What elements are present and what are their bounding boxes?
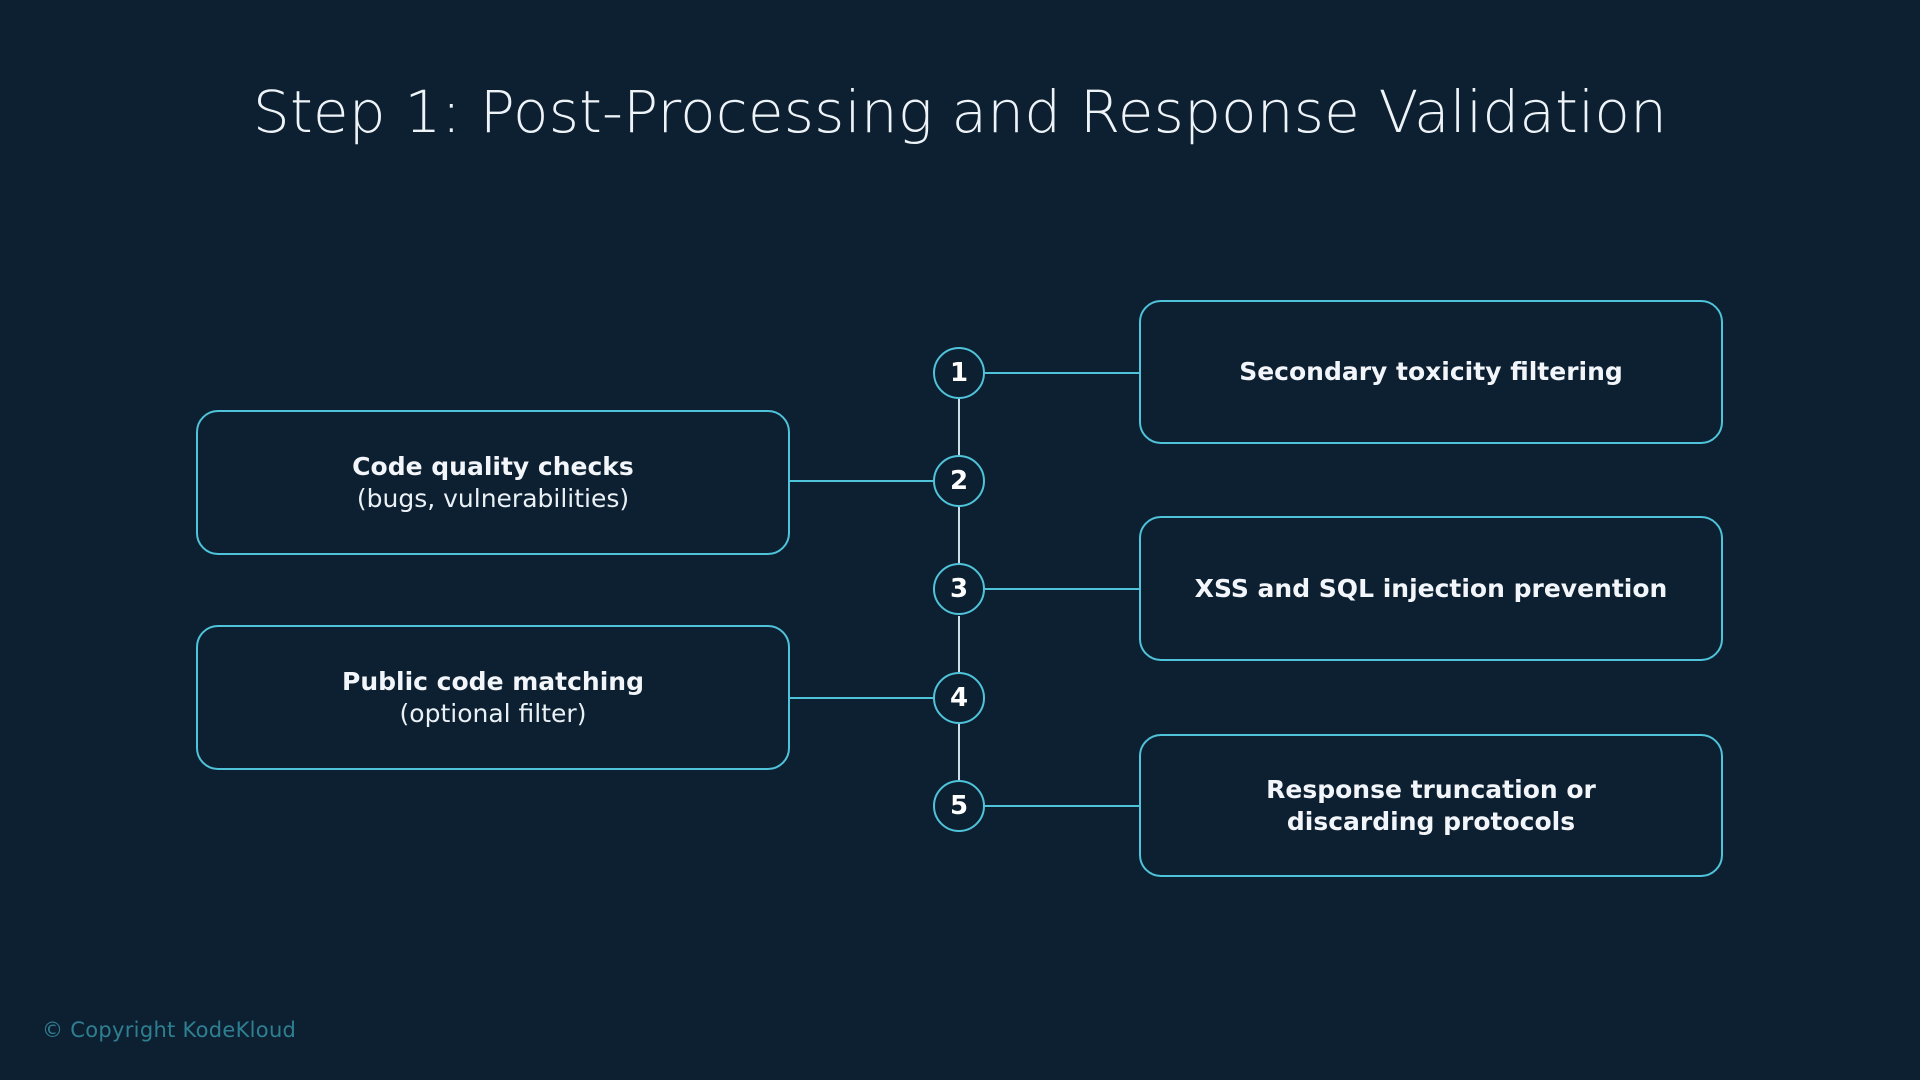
step-number-label: 4: [949, 683, 969, 713]
step-circle-4[interactable]: 4: [933, 672, 985, 724]
step-circle-5[interactable]: 5: [933, 780, 985, 832]
step-number-label: 1: [949, 358, 969, 388]
card-xss-sql-injection-prevention[interactable]: XSS and SQL injection prevention: [1139, 516, 1723, 661]
card-primary-text-line-2: discarding protocols: [1286, 806, 1576, 836]
step-circle-2[interactable]: 2: [933, 455, 985, 507]
step-circle-1[interactable]: 1: [933, 347, 985, 399]
step-number-label: 2: [949, 466, 969, 496]
page-title: Step 1: Post-Processing and Response Val…: [252, 78, 1668, 146]
card-primary-text: Response truncation or: [1266, 774, 1596, 804]
card-secondary-text: (optional filter): [399, 698, 587, 728]
card-primary-text: Code quality checks: [352, 451, 634, 481]
card-public-code-matching[interactable]: Public code matching (optional filter): [196, 625, 790, 770]
step-circle-3[interactable]: 3: [933, 563, 985, 615]
card-code-quality-checks[interactable]: Code quality checks (bugs, vulnerabiliti…: [196, 410, 790, 555]
step-number-label: 3: [949, 574, 969, 604]
footer-copyright: © Copyright KodeKloud: [42, 1018, 297, 1042]
card-primary-text: XSS and SQL injection prevention: [1194, 573, 1668, 603]
card-primary-text: Secondary toxicity filtering: [1239, 357, 1623, 386]
card-response-truncation[interactable]: Response truncation or discarding protoc…: [1139, 734, 1723, 877]
card-secondary-text: (bugs, vulnerabilities): [356, 483, 630, 513]
card-secondary-toxicity-filtering[interactable]: Secondary toxicity filtering: [1139, 300, 1723, 444]
card-primary-text: Public code matching: [342, 666, 644, 696]
step-number-label: 5: [949, 791, 969, 821]
